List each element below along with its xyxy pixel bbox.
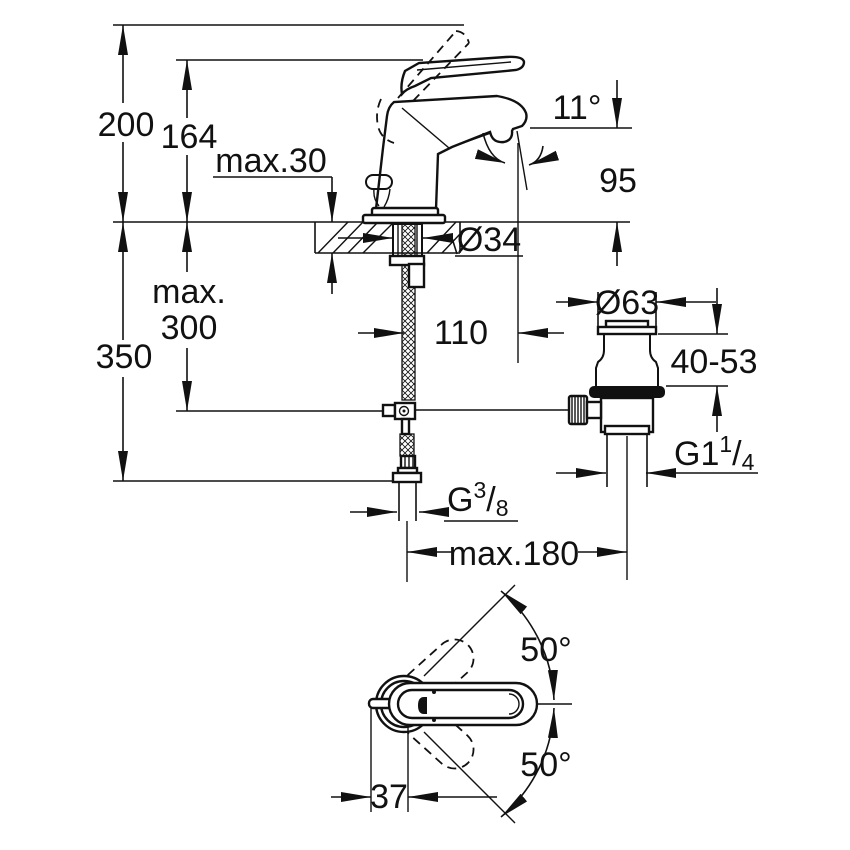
lever-swivel-down-outline [407,703,475,770]
faucet-body [361,30,528,225]
dim-lever-height: 164 [161,118,218,156]
dim-swivel-down: 50° [520,746,571,784]
dim-supply-thread: G3/8 [447,477,509,521]
supply-hose-upper [401,223,416,401]
lever-dot-bottom [432,718,436,722]
stream-angle-arc-right [528,145,560,166]
dim-lever-width: 37 [370,778,408,816]
top-view: 50° 50° 37 [331,584,572,824]
side-view: 200 164 max.30 11° 95 Ø34 max. 300 350 1… [96,24,758,582]
pull-rod-knob [365,174,393,190]
swivel-down-line [423,731,516,824]
lever-raised-position [376,30,470,144]
pull-rod-neck [373,188,391,208]
lever-handle [400,55,526,97]
dim-install-depth: 350 [96,338,153,376]
dim-hose-drop-value: 300 [161,309,218,347]
swivel-up-line [423,584,516,677]
dim-shank-diameter: Ø34 [457,221,521,259]
dim-hose-drop-label: max. [152,273,226,311]
stream-angle-arc-left [474,132,506,164]
pop-up-rod-connector [381,401,417,421]
lever-top-edge [416,61,512,71]
supply-pipe-end [398,482,417,521]
waste-tailpipe [606,434,648,487]
lever-logo-mark [418,697,427,714]
g38-nut [391,471,423,484]
dim-spout-angle: 11° [553,89,602,127]
water-stream-line [516,130,528,191]
swivel-up-arc [500,590,558,701]
pop-up-waste-assembly [567,319,665,580]
mounting-shank [388,223,426,289]
waste-flange [596,325,658,336]
dim-spout-projection: 110 [434,314,488,352]
base-plate [361,213,447,225]
lever-top-view-inner [396,688,525,720]
dim-basin-thickness-range: 40-53 [671,343,758,381]
dim-waste-center-distance: max.180 [449,535,579,573]
faucet-body-outline [374,94,528,211]
dim-overall-height: 200 [98,106,155,144]
dim-waste-thread: G11/4 [674,431,755,475]
dim-waste-diameter: Ø63 [595,284,659,322]
counter-bottom-line [314,222,461,254]
dim-spout-height: 95 [599,162,637,200]
rod-adjuster-stem [585,400,603,420]
lever-dot-top [432,690,436,694]
dim-deck-thickness: max.30 [215,142,327,180]
dim-swivel-up: 50° [520,631,571,669]
dimension-lines [118,25,758,582]
supply-hose-lower [391,417,423,521]
waste-body-band [603,424,651,436]
lever-swivel-up-outline [407,638,475,705]
waste-neck [595,334,659,386]
swivel-down-arc [500,707,558,818]
waste-gasket [589,386,665,398]
